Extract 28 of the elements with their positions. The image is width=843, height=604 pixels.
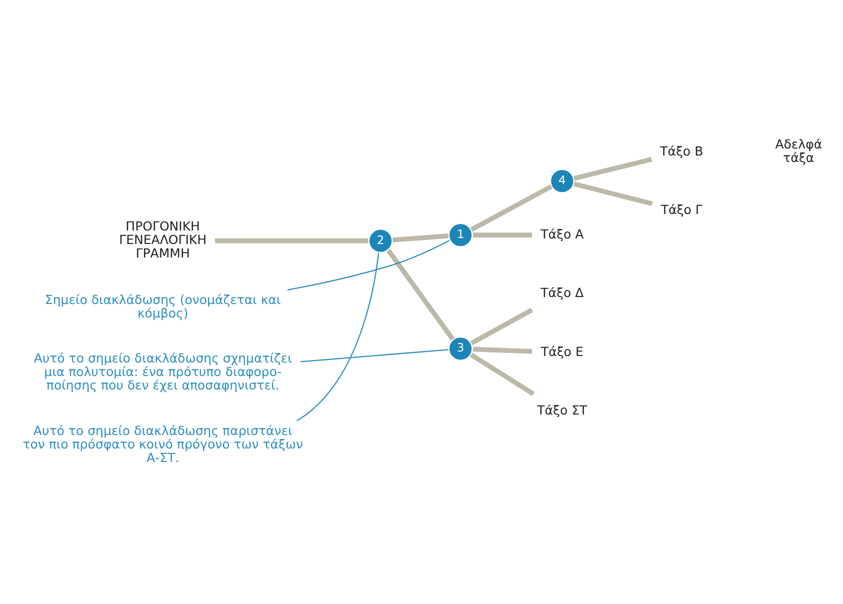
- label: Αδελφά τάξα: [775, 136, 822, 166]
- node-text: Τάξο Β: [660, 143, 704, 158]
- node-circle: 2: [368, 228, 394, 254]
- connector: [470, 352, 535, 396]
- node-text: ΠΡΟΓΟΝΙΚΗ ΓΕΝΕΑΛΟΓΙΚΗ ΓΡΑΜΜΗ: [119, 218, 207, 261]
- node-text: Αυτό το σημείο διακλάδωσης παριστάνει τον πιο πρόσφατο κοινό πρόγονο των τάξων Α-ΣΤ.: [22, 422, 303, 465]
- node-circle: 4: [549, 168, 576, 194]
- node-text: Σημείο διακλάδωσης (ονομάζεται και κόμβος): [44, 292, 281, 320]
- node-text: Αυτό το σημείο διακλάδωσης σχηματίζει μια πολυτομία: ένα πρότυπο διαφορο- ποίησης που δεν έχει αποσαφηνιστεί.: [34, 350, 292, 393]
- connector: [472, 346, 532, 354]
- connector: [392, 233, 449, 242]
- connector: [287, 240, 450, 290]
- connector: [300, 349, 448, 362]
- connector: [573, 182, 653, 206]
- node-text: Τάξο Α: [540, 226, 584, 242]
- connector: [573, 156, 652, 181]
- connector: [470, 184, 552, 232]
- connector: [296, 252, 380, 422]
- node-circle: 1: [448, 222, 474, 248]
- connector: [214, 238, 368, 244]
- node-circle: 3: [448, 336, 474, 362]
- node-text: Τάξο ΣΤ: [537, 402, 588, 418]
- node-text: Τάξο Γ: [660, 202, 702, 218]
- node-text: Τάξο Δ: [540, 285, 584, 300]
- connector: [470, 308, 534, 346]
- connector: [472, 232, 532, 238]
- connector: [386, 249, 455, 341]
- node-text: Τάξο Ε: [540, 344, 584, 359]
